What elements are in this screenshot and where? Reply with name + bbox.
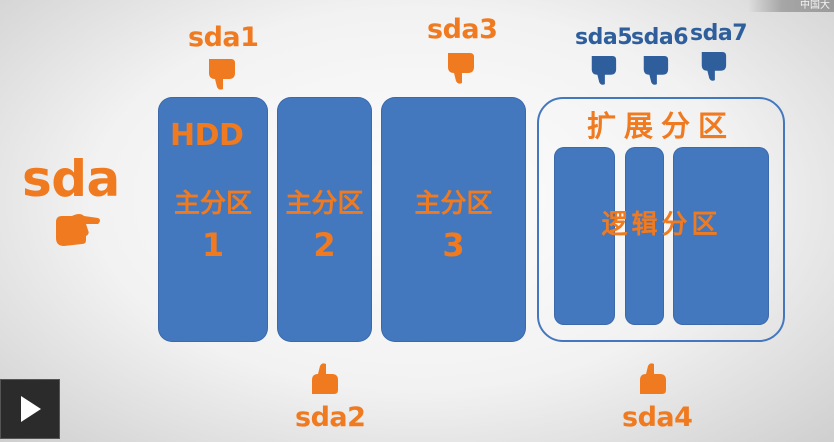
primary-partition-2-number: 2 [313,226,336,264]
hand-pointer-down-icon [701,51,727,81]
primary-partition-3 [381,97,526,342]
logical-partition-label: 逻辑分区 [601,210,722,240]
primary-partition-2-label: 主分区 [285,189,364,219]
primary-partition-3-label: 主分区 [414,189,493,219]
sda7-label: sda7 [690,21,748,46]
primary-partition-1 [158,97,268,342]
hdd-label: HDD [170,118,244,153]
hand-pointer-down-icon [448,53,474,84]
sda3-label: sda3 [427,14,498,45]
hand-pointer-up-icon [312,363,338,394]
hand-pointer-down-icon [209,59,235,90]
logical-partition-sda6 [625,147,664,325]
extended-partition-label: 扩展分区 [586,109,735,143]
sda6-label: sda6 [631,25,689,50]
primary-partition-1-number: 1 [201,226,225,264]
sda1-label: sda1 [188,22,259,53]
hand-pointer-up-icon [640,363,666,394]
logical-partition-sda5 [554,147,615,325]
extended-partition [537,97,785,342]
disk-label: sda [22,150,120,208]
sda2-label: sda2 [295,402,366,433]
primary-partition-3-number: 3 [442,226,465,264]
play-button[interactable] [0,379,60,439]
hand-pointer-down-icon [643,55,669,85]
logical-partition-sda7 [673,147,769,325]
sda5-label: sda5 [575,25,633,50]
sda4-label: sda4 [622,402,693,433]
primary-partition-1-label: 主分区 [173,189,252,219]
primary-partition-2 [277,97,372,342]
hand-pointer-down-icon [591,55,617,85]
corner-watermark: 中国大 [748,0,834,12]
hand-pointer-right-icon [56,214,100,246]
